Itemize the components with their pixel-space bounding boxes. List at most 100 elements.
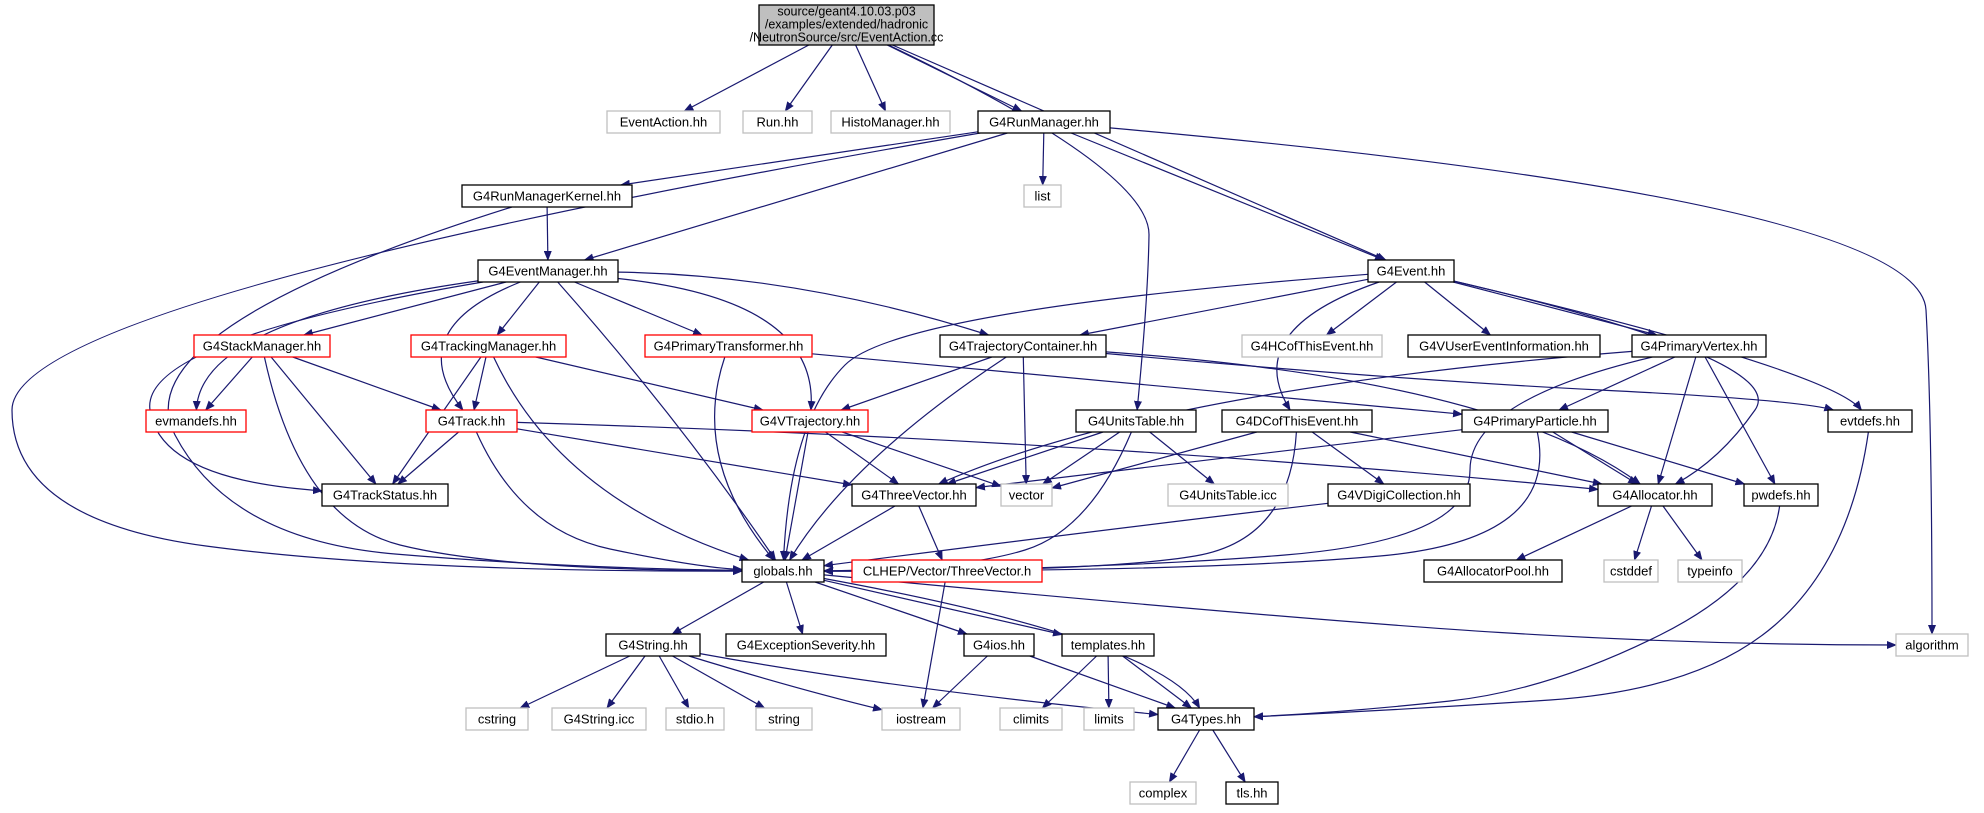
node-g4ios-hh[interactable]: G4ios.hh — [963, 633, 1035, 657]
edge-g4vtrajectory_hh-to-globals_hh — [782, 431, 809, 561]
node-evtdefs-hh[interactable]: evtdefs.hh — [1827, 409, 1913, 433]
node-box — [1423, 559, 1563, 583]
node-g4string-hh[interactable]: G4String.hh — [605, 633, 701, 657]
node-label: complex — [1139, 785, 1188, 800]
node-box — [1743, 483, 1819, 507]
node-evmandefs-hh[interactable]: evmandefs.hh — [145, 409, 247, 433]
node-box — [851, 559, 1043, 583]
node-box — [193, 334, 331, 358]
node-root[interactable]: source/geant4.10.03.p03/examples/extende… — [750, 4, 944, 46]
node-g4threevector-hh[interactable]: G4ThreeVector.hh — [851, 483, 977, 507]
node-box — [1129, 781, 1197, 805]
edge-g4allocator_hh-to-cstddef — [1633, 505, 1653, 561]
node-box — [1677, 559, 1743, 583]
node-box — [551, 707, 647, 731]
edge-root-to-run_hh — [784, 44, 833, 112]
edge-root-to-g4event_hh — [892, 44, 1387, 261]
node-label: algorithm — [1905, 637, 1958, 652]
node-label: G4PrimaryParticle.hh — [1473, 413, 1597, 428]
edge-g4primaryparticle_hh-to-g4threevector_hh — [975, 429, 1463, 491]
node-g4hcofthisevent-hh: G4HCofThisEvent.hh — [1241, 334, 1383, 358]
edge-g4allocator_hh-to-typeinfo — [1662, 505, 1703, 561]
node-label: pwdefs.hh — [1751, 487, 1810, 502]
edge-g4unitstable_hh-to-g4unitstable_icc — [1149, 431, 1216, 485]
node-label: stdio.h — [676, 711, 714, 726]
node-box — [145, 409, 247, 433]
edge-templates_hh-to-limits — [1104, 655, 1113, 709]
node-g4unitstable-icc: G4UnitsTable.icc — [1167, 483, 1289, 507]
node-g4primaryparticle-hh[interactable]: G4PrimaryParticle.hh — [1461, 409, 1609, 433]
node-g4primarytransformer-hh[interactable]: G4PrimaryTransformer.hh — [644, 334, 813, 358]
edge-g4allocator_hh-to-g4allocatorpool_hh — [1515, 505, 1632, 561]
node-g4trackingmanager-hh[interactable]: G4TrackingManager.hh — [410, 334, 567, 358]
node-box — [1000, 483, 1053, 507]
node-box — [644, 334, 813, 358]
node-g4dcofthisevent-hh[interactable]: G4DCofThisEvent.hh — [1221, 409, 1373, 433]
node-g4exceptionseverity-hh[interactable]: G4ExceptionSeverity.hh — [725, 633, 887, 657]
edge-g4event_hh-to-g4vusereventinformation_hh — [1424, 281, 1492, 336]
node-g4vdigicollection-hh[interactable]: G4VDigiCollection.hh — [1327, 483, 1471, 507]
node-label: templates.hh — [1071, 637, 1145, 652]
node-clhep-threevector-h[interactable]: CLHEP/Vector/ThreeVector.h — [851, 559, 1043, 583]
node-label: G4ios.hh — [973, 637, 1025, 652]
node-g4eventmanager-hh[interactable]: G4EventManager.hh — [477, 259, 619, 283]
node-label: G4UnitsTable.icc — [1179, 487, 1277, 502]
edge-g4types_hh-to-tls_hh — [1212, 729, 1246, 783]
node-label: G4ExceptionSeverity.hh — [737, 637, 876, 652]
node-box — [1407, 334, 1601, 358]
node-box — [741, 559, 825, 583]
node-g4unitstable-hh[interactable]: G4UnitsTable.hh — [1075, 409, 1197, 433]
edge-g4runmanager_hh-to-g4runmanagerkernel_hh — [619, 131, 979, 188]
edge-g4unitstable_hh-to-g4threevector_hh — [946, 431, 1104, 485]
node-box — [410, 334, 567, 358]
node-g4trajectorycontainer-hh[interactable]: G4TrajectoryContainer.hh — [939, 334, 1107, 358]
node-g4allocator-hh[interactable]: G4Allocator.hh — [1597, 483, 1713, 507]
edge-g4track_hh-to-g4allocator_hh — [516, 421, 1599, 493]
edge-root-to-g4unitstable_hh — [888, 44, 1150, 411]
node-g4trackstatus-hh[interactable]: G4TrackStatus.hh — [321, 483, 449, 507]
node-label: G4RunManager.hh — [989, 114, 1099, 129]
node-label: G4TrajectoryContainer.hh — [949, 338, 1097, 353]
edge-g4stackmanager_hh-to-g4trackstatus_hh — [270, 356, 377, 485]
node-g4runmanagerkernel-hh[interactable]: G4RunManagerKernel.hh — [461, 184, 633, 208]
edge-g4types_hh-to-complex — [1168, 729, 1201, 783]
node-eventaction-hh: EventAction.hh — [606, 110, 721, 134]
node-label-line: /NeutronSource/src/EventAction.cc — [750, 30, 944, 44]
edge-g4dcofthisevent_hh-to-g4vdigicollection_hh — [1311, 431, 1385, 485]
edge-g4track_hh-to-g4threevector_hh — [516, 428, 853, 488]
edge-g4stackmanager_hh-to-g4track_hh — [292, 356, 442, 411]
edge-g4runmanagerkernel_hh-to-globals_hh — [167, 206, 743, 575]
edge-g4stackmanager_hh-to-evmandefs_hh — [205, 356, 253, 411]
edge-root-to-eventaction_hh — [683, 44, 810, 112]
node-label: G4ThreeVector.hh — [861, 487, 967, 502]
node-box — [1167, 483, 1289, 507]
node-globals-hh[interactable]: globals.hh — [741, 559, 825, 583]
node-g4types-hh[interactable]: G4Types.hh — [1157, 707, 1255, 731]
node-label: cstring — [478, 711, 516, 726]
node-tls-hh[interactable]: tls.hh — [1225, 781, 1279, 805]
node-box — [881, 707, 961, 731]
node-g4primaryvertex-hh[interactable]: G4PrimaryVertex.hh — [1631, 334, 1767, 358]
edge-g4string_hh-to-stdio_h — [658, 655, 690, 709]
node-complex: complex — [1129, 781, 1197, 805]
edge-g4primaryvertex_hh-to-globals_hh — [823, 356, 1653, 575]
node-g4track-hh[interactable]: G4Track.hh — [425, 409, 518, 433]
node-pwdefs-hh[interactable]: pwdefs.hh — [1743, 483, 1819, 507]
edge-clhep_threevector_h-to-iostream — [920, 581, 946, 709]
edge-g4eventmanager_hh-to-g4trajectorycontainer_hh — [617, 271, 990, 337]
edge-g4threevector_hh-to-globals_hh — [801, 505, 896, 561]
node-templates-hh[interactable]: templates.hh — [1061, 633, 1155, 657]
node-g4event-hh[interactable]: G4Event.hh — [1367, 259, 1455, 283]
node-g4vtrajectory-hh[interactable]: G4VTrajectory.hh — [751, 409, 869, 433]
node-g4runmanager-hh[interactable]: G4RunManager.hh — [977, 110, 1111, 134]
node-box — [1221, 409, 1373, 433]
node-g4stackmanager-hh[interactable]: G4StackManager.hh — [193, 334, 331, 358]
node-box — [1631, 334, 1767, 358]
node-box — [665, 707, 725, 731]
node-label: G4TrackingManager.hh — [421, 338, 556, 353]
edge-g4dcofthisevent_hh-to-g4allocator_hh — [1350, 431, 1603, 487]
edge-globals_hh-to-g4exceptionseverity_hh — [785, 581, 804, 635]
edge-g4trajectorycontainer_hh-to-globals_hh — [789, 356, 1007, 561]
node-g4vusereventinformation-hh[interactable]: G4VUserEventInformation.hh — [1407, 334, 1601, 358]
node-g4allocatorpool-hh[interactable]: G4AllocatorPool.hh — [1423, 559, 1563, 583]
